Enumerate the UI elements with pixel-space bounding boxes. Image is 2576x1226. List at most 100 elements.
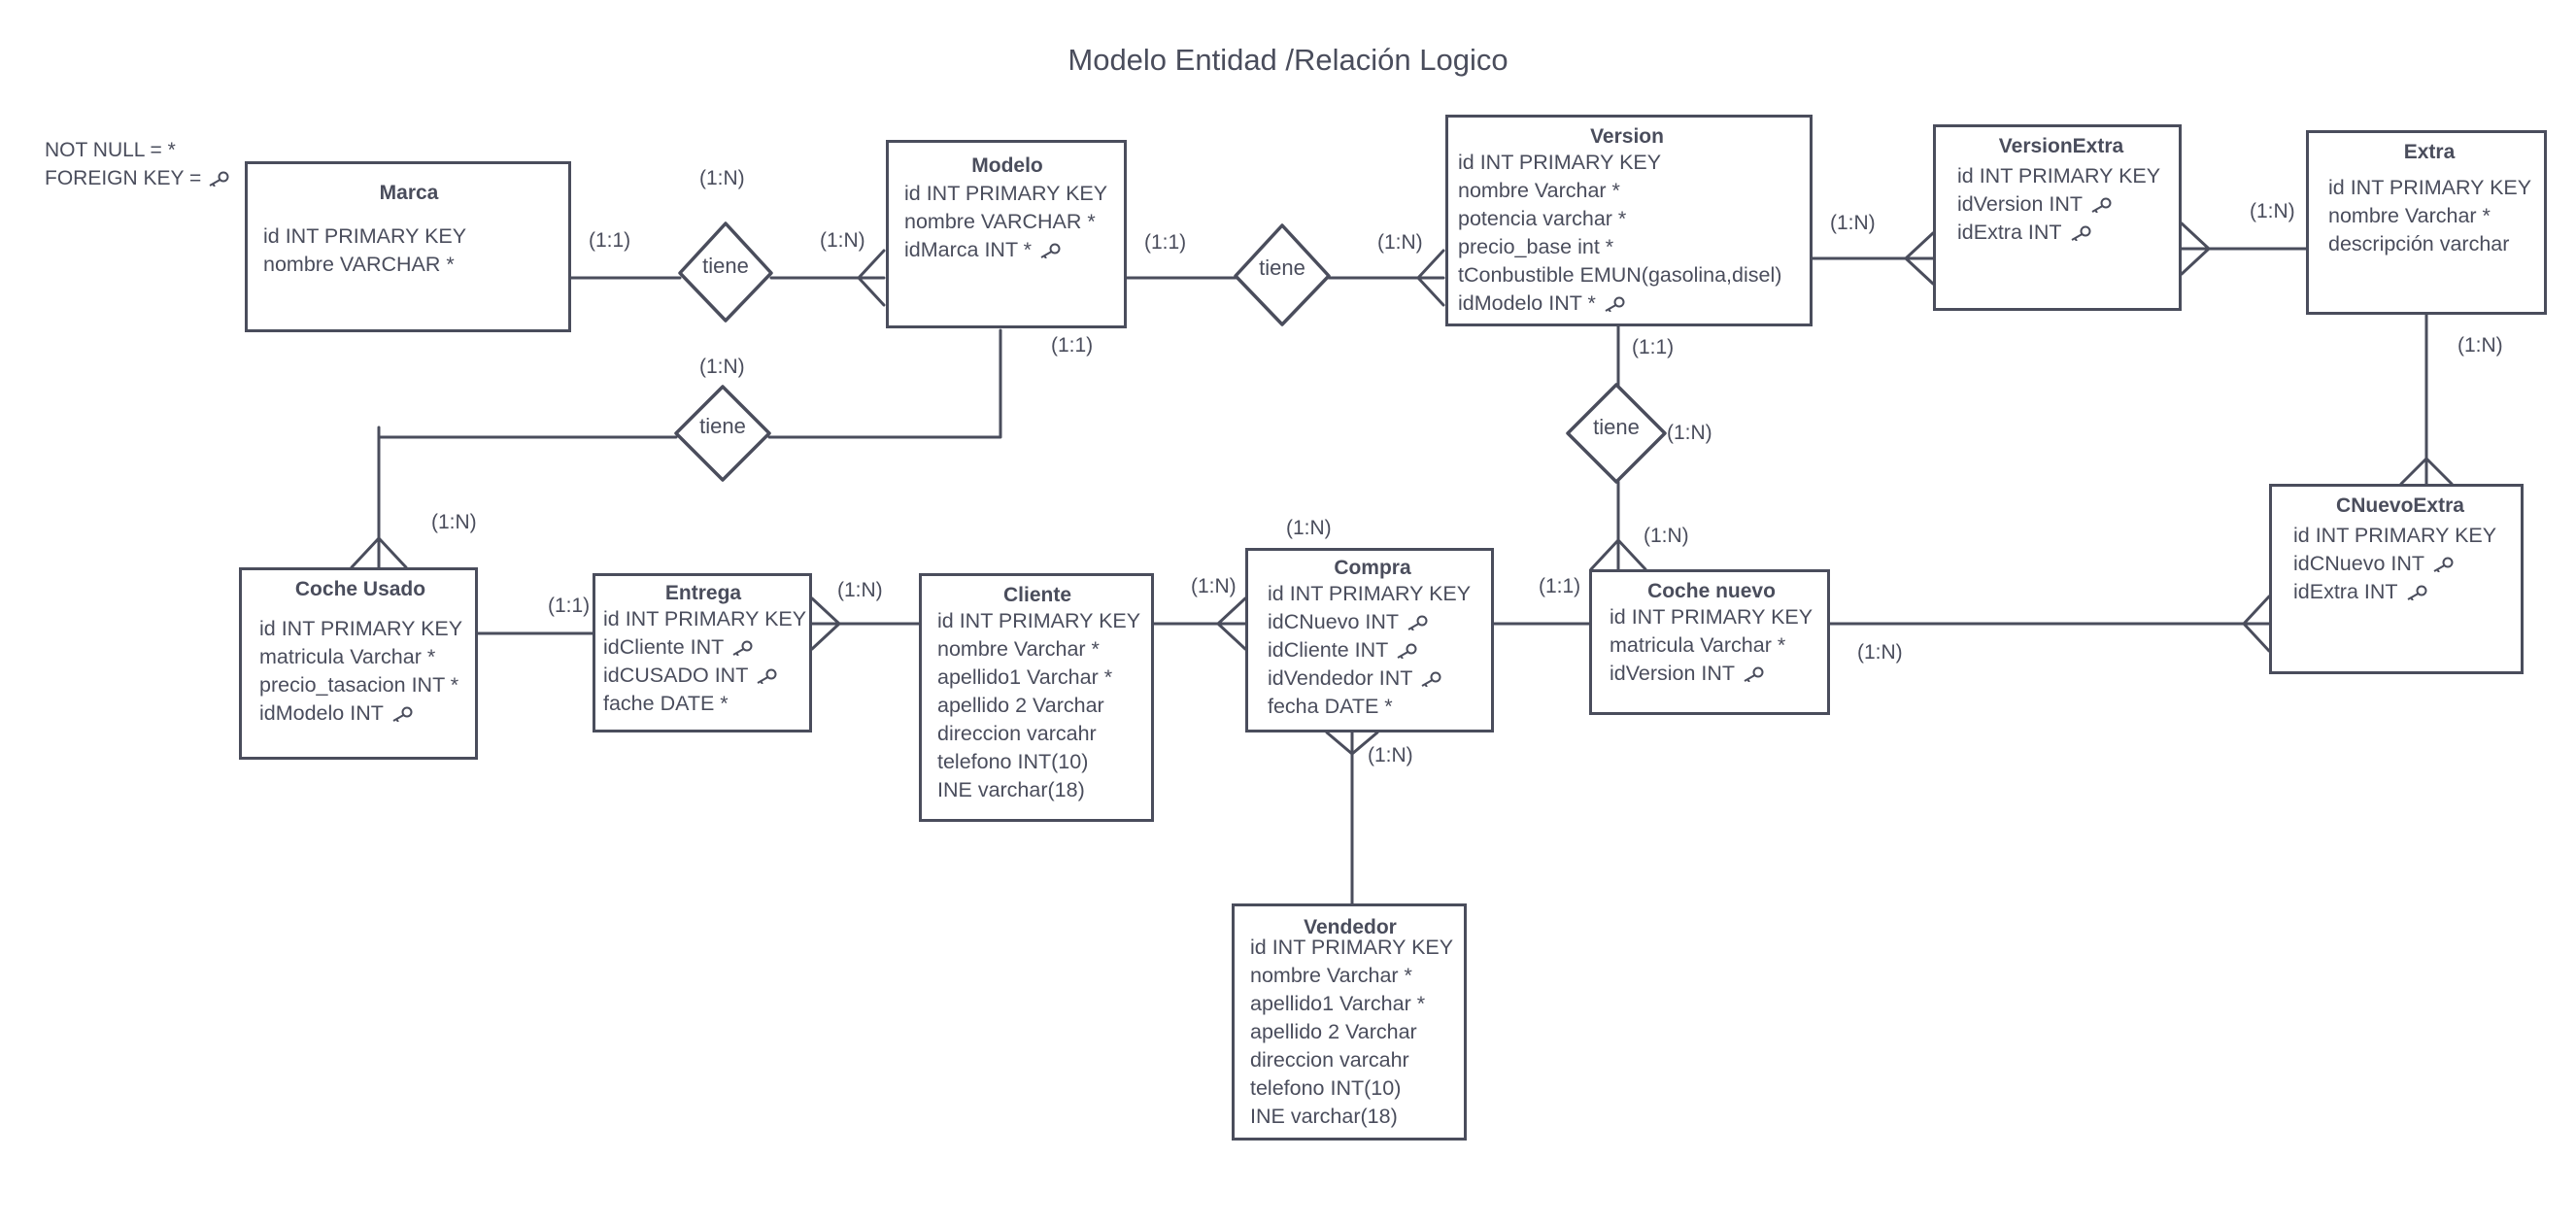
- entity-name-vendedor: Vendedor: [1304, 916, 1397, 938]
- attribute-row: nombre Varchar *: [1458, 179, 1620, 202]
- attribute-row: direccion varcahr: [1250, 1048, 1409, 1072]
- attribute-row: nombre Varchar *: [1250, 964, 1412, 987]
- crowfoot-entrega: [810, 596, 841, 651]
- attribute-row: telefono INT(10): [1250, 1076, 1402, 1100]
- attribute-row: id INT PRIMARY KEY: [259, 617, 463, 640]
- connector-modelo-cocheusado: [767, 328, 1002, 439]
- entity-marca: Marca id INT PRIMARY KEY nombre VARCHAR …: [245, 161, 571, 332]
- attribute-row: id INT PRIMARY KEY: [1957, 164, 2161, 187]
- key-icon: [757, 668, 777, 684]
- cardinality-label: (1:N): [1830, 212, 1876, 234]
- entity-name-entrega: Entrega: [664, 582, 742, 604]
- cardinality-label: (1:N): [837, 579, 883, 601]
- legend-not-null-text: NOT NULL = *: [45, 139, 176, 161]
- attribute-row: apellido1 Varchar *: [1250, 992, 1426, 1015]
- entity-name-compra: Compra: [1334, 557, 1411, 579]
- cardinality-label: (1:N): [1667, 422, 1712, 444]
- attribute-row: idMarca INT *: [904, 236, 1110, 264]
- relationship-label-modelo-version: tiene: [1259, 255, 1305, 280]
- cardinality-label: (1:N): [431, 511, 477, 533]
- cardinality-label: (1:N): [1191, 575, 1237, 597]
- attribute-row: id INT PRIMARY KEY: [263, 224, 467, 248]
- relationship-diamond-modelo-cocheusado: [674, 385, 771, 482]
- attribute-row: direccion varcahr: [937, 722, 1097, 745]
- entity-coche-usado: Coche Usado id INT PRIMARY KEY matricula…: [239, 567, 478, 760]
- entity-name-version: Version: [1590, 125, 1664, 148]
- relationship-label-version-cochenuevo: tiene: [1593, 415, 1640, 439]
- attribute-row: id INT PRIMARY KEY: [904, 182, 1108, 205]
- attribute-row: idVersion INT: [1957, 190, 2165, 219]
- attribute-row: id INT PRIMARY KEY: [603, 607, 807, 630]
- cardinality-label: (1:N): [1368, 744, 1413, 766]
- entity-entrega: Entrega id INT PRIMARY KEY idCliente INT…: [593, 573, 812, 732]
- attribute-row: id INT PRIMARY KEY: [1250, 936, 1454, 959]
- entity-name-coche-nuevo: Coche nuevo: [1647, 580, 1776, 602]
- entity-cliente: Cliente id INT PRIMARY KEY nombre Varcha…: [919, 573, 1154, 822]
- attribute-row: idModelo INT: [259, 699, 461, 728]
- key-icon: [2071, 225, 2091, 241]
- key-icon: [2091, 197, 2112, 213]
- attribute-row: fecha DATE *: [1268, 695, 1393, 718]
- cardinality-label: (1:1): [1632, 336, 1675, 358]
- entity-vendedor: Vendedor id INT PRIMARY KEY nombre Varch…: [1232, 903, 1467, 1141]
- relationship-label-modelo-cocheusado: tiene: [699, 414, 746, 438]
- legend-not-null: NOT NULL = *: [45, 136, 230, 164]
- relationship-diamond-marca-modelo: [678, 221, 773, 323]
- attribute-row: tConbustible EMUN(gasolina,disel): [1458, 263, 1782, 287]
- legend: NOT NULL = * FOREIGN KEY =: [45, 136, 230, 192]
- crowfoot-cnuevoextra-left: [2242, 595, 2271, 653]
- attribute-row: matricula Varchar *: [1610, 633, 1786, 657]
- crowfoot-modelo: [857, 249, 886, 307]
- attribute-row: idVersion INT: [1610, 660, 1813, 688]
- attribute-row: idCUSADO INT: [603, 662, 803, 690]
- attribute-row: apellido 2 Varchar: [1250, 1020, 1417, 1043]
- cardinality-label: (1:N): [1286, 517, 1332, 539]
- entity-name-cnuevoextra: CNuevoExtra: [2336, 494, 2464, 517]
- key-icon: [732, 640, 753, 656]
- key-icon: [2433, 557, 2454, 572]
- attribute-row: idExtra INT: [2293, 578, 2507, 606]
- entity-modelo: Modelo id INT PRIMARY KEY nombre VARCHAR…: [886, 140, 1127, 328]
- relationship-label-marca-modelo: tiene: [702, 254, 749, 278]
- crowfoot-versionextra: [1904, 231, 1935, 286]
- cardinality-label: (1:1): [589, 229, 631, 252]
- crowfoot-cocheusado: [350, 536, 408, 569]
- cardinality-label: (1:1): [548, 595, 591, 617]
- attribute-row: idExtra INT: [1957, 219, 2165, 247]
- entity-coche-nuevo: Coche nuevo id INT PRIMARY KEY matricula…: [1589, 569, 1830, 715]
- key-icon: [1421, 671, 1441, 687]
- entity-cnuevoextra: CNuevoExtra id INT PRIMARY KEY idCNuevo …: [2269, 484, 2524, 674]
- entity-name-cliente: Cliente: [1002, 584, 1071, 606]
- crowfoot-cochenuevo: [1589, 538, 1647, 571]
- crowfoot-compra-left: [1216, 596, 1247, 651]
- entity-versionextra: VersionExtra id INT PRIMARY KEY idVersio…: [1933, 124, 2182, 311]
- cardinality-label: (1:1): [1144, 231, 1187, 254]
- attribute-row: idCliente INT: [603, 633, 803, 662]
- crowfoot-cnuevoextra: [2399, 457, 2454, 486]
- attribute-row: INE varchar(18): [1250, 1105, 1398, 1128]
- attribute-row: nombre VARCHAR *: [904, 210, 1096, 233]
- crowfoot-compra-bottom: [1325, 731, 1379, 756]
- attribute-row: apellido1 Varchar *: [937, 665, 1113, 689]
- relationship-diamond-version-cochenuevo: [1566, 383, 1667, 484]
- entity-name-extra: Extra: [2403, 141, 2456, 163]
- attribute-row: potencia varchar *: [1458, 207, 1627, 230]
- legend-foreign-key: FOREIGN KEY =: [45, 164, 230, 192]
- key-icon: [2407, 585, 2427, 600]
- crowfoot-versionextra-right: [2180, 221, 2211, 276]
- key-icon: [1397, 643, 1417, 659]
- attribute-row: nombre Varchar *: [937, 637, 1100, 661]
- cardinality-label: (1:N): [2457, 334, 2503, 357]
- cardinality-label: (1:N): [2250, 200, 2295, 222]
- key-icon: [209, 171, 229, 187]
- attribute-row: matricula Varchar *: [259, 645, 436, 668]
- attribute-row: fache DATE *: [603, 692, 729, 715]
- entity-compra: Compra id INT PRIMARY KEY idCNuevo INT i…: [1245, 548, 1494, 732]
- key-icon: [1407, 615, 1428, 630]
- cardinality-label: (1:1): [1539, 575, 1581, 597]
- cardinality-label: (1:N): [1857, 641, 1903, 664]
- key-icon: [1605, 296, 1625, 312]
- attribute-row: nombre VARCHAR *: [263, 253, 455, 276]
- attribute-row: idModelo INT *: [1458, 289, 1796, 318]
